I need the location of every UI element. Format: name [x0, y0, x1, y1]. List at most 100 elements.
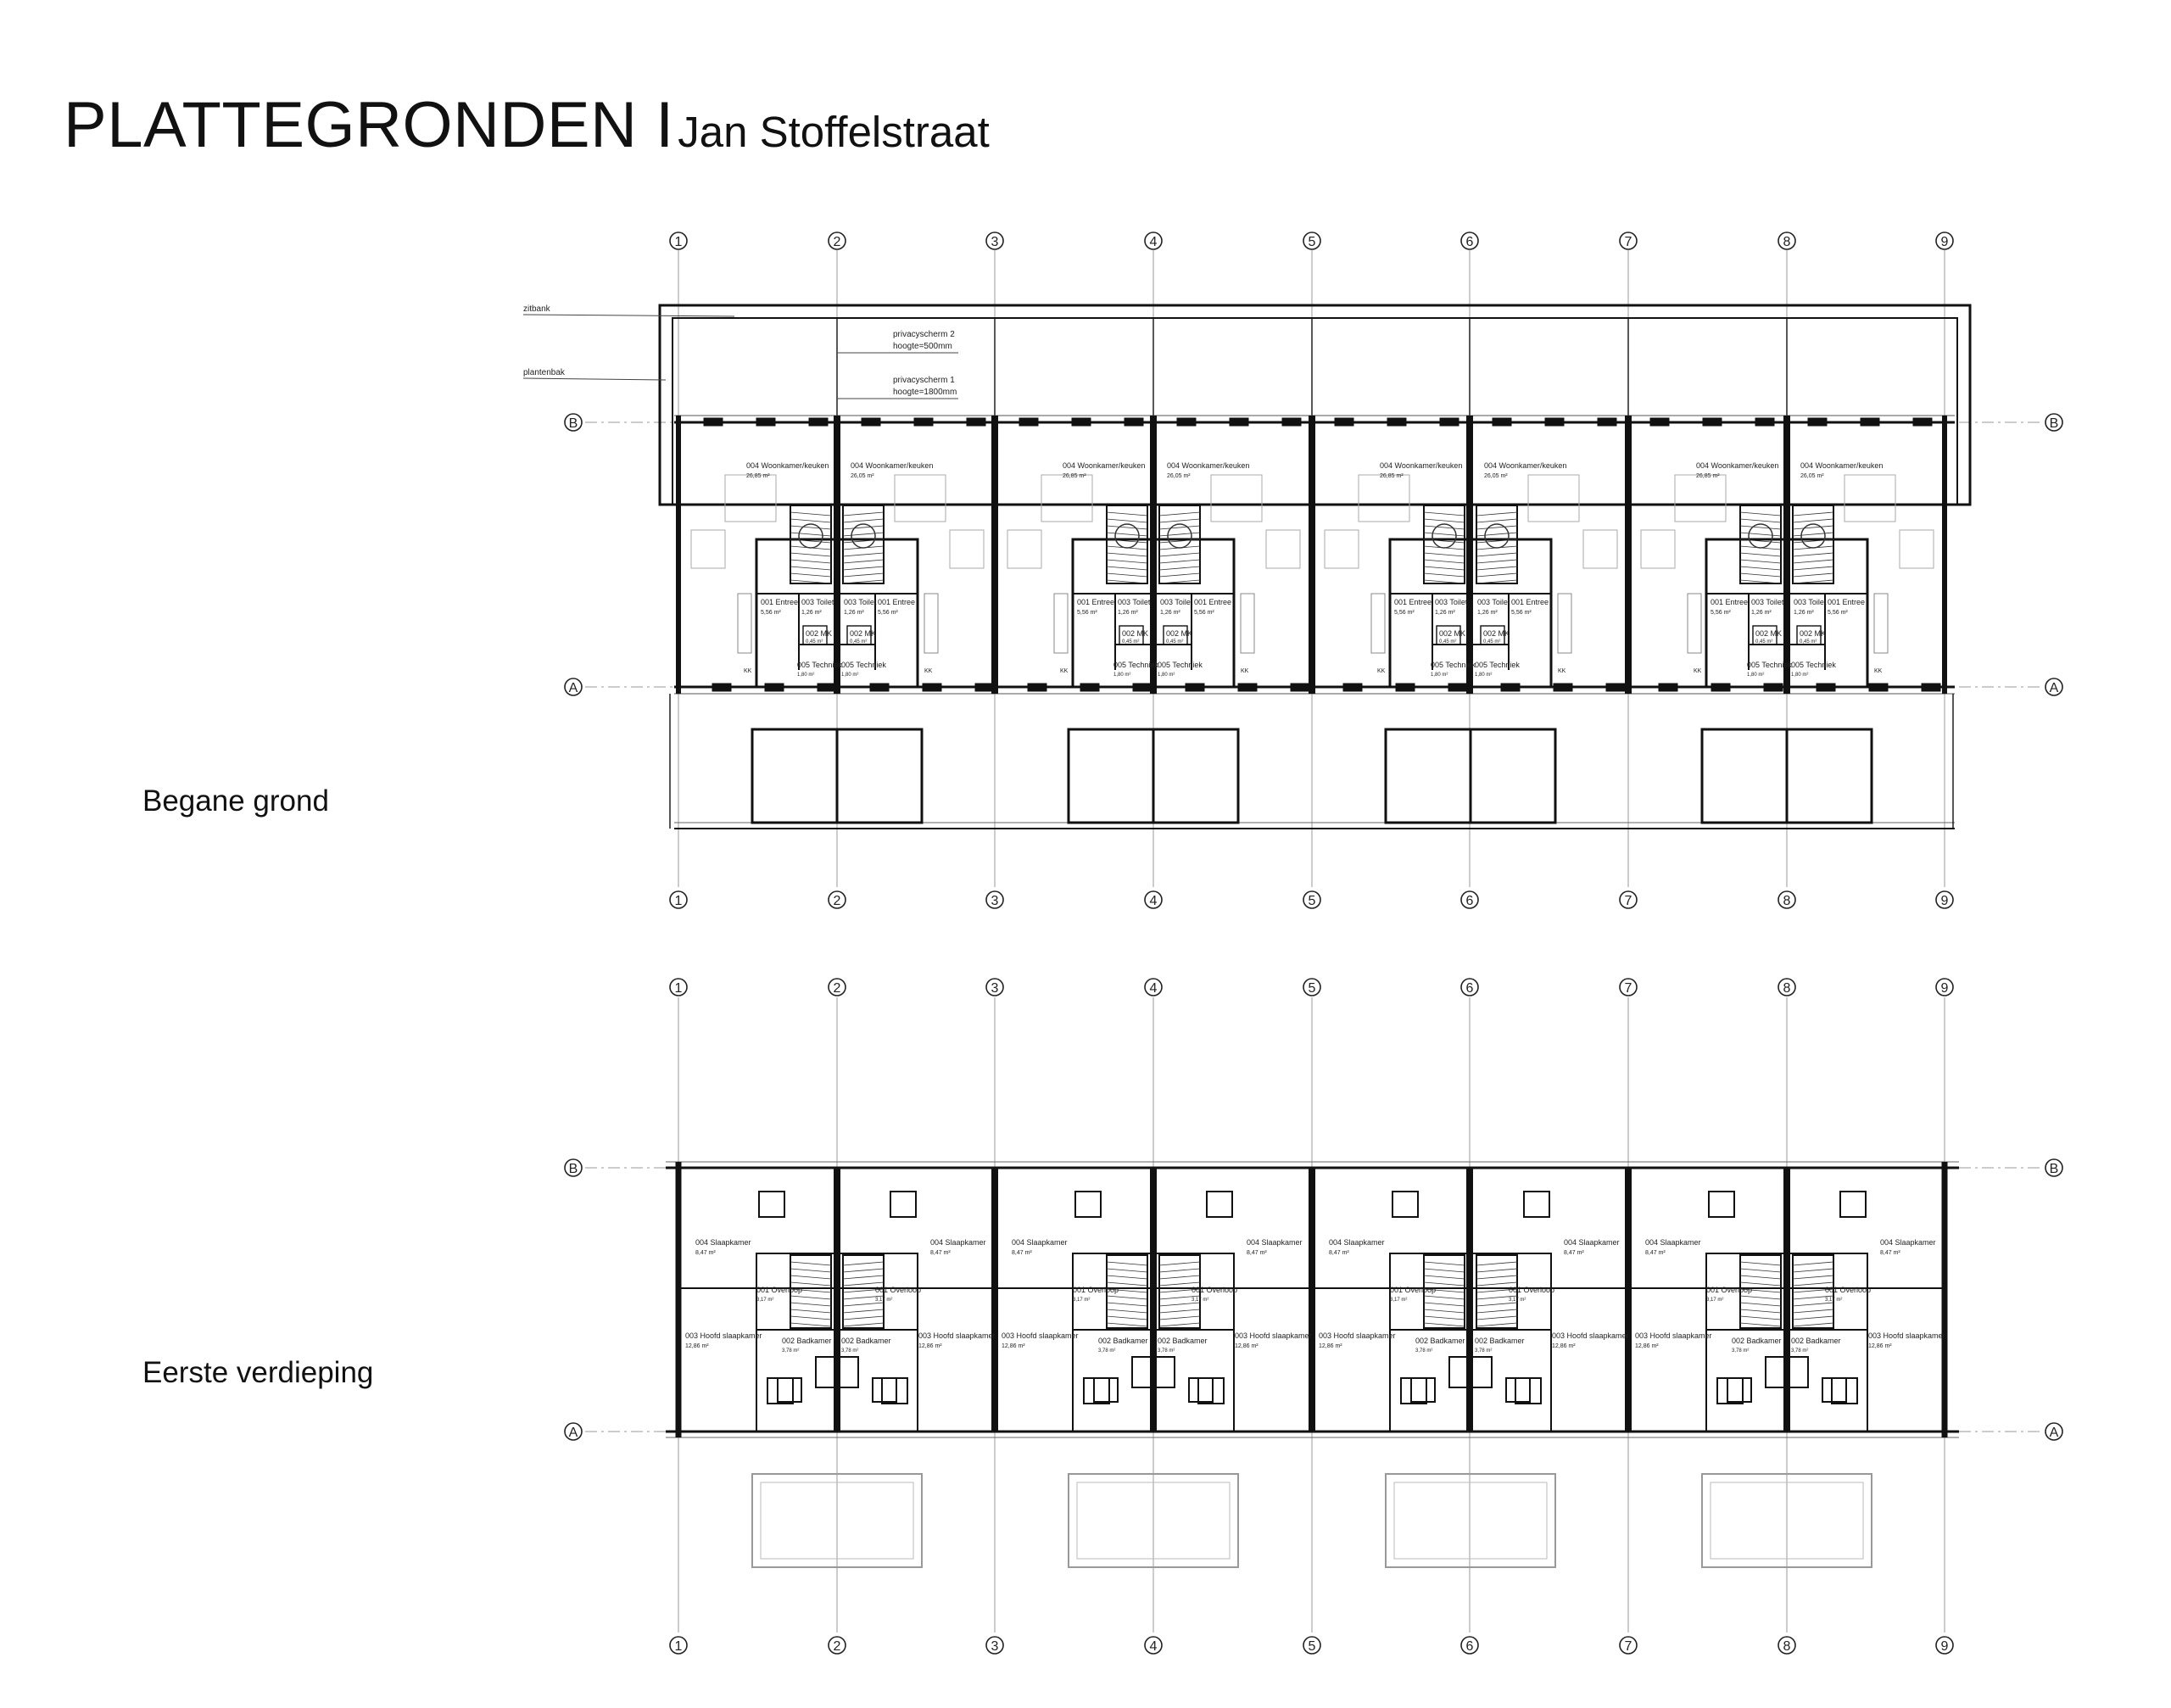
grid-bubble-top-first: 8: [1778, 978, 1796, 996]
window-mark: [1544, 417, 1565, 427]
stair-right: [1476, 1254, 1518, 1329]
grid-bubble-bottom-first-circle: [1144, 1636, 1163, 1655]
room-label-toilet: 003 Toilet: [1477, 598, 1510, 606]
grid-bubble-bottom-ground: 2: [828, 890, 846, 909]
room-label-overloop: 001 Overloop: [1706, 1286, 1752, 1294]
room-area-overloop: 3,17 m²: [1390, 1298, 1407, 1303]
stair-tread: [1423, 1309, 1465, 1314]
room-label-hoofd-slaapkamer: 003 Hoofd slaapkamer: [918, 1331, 996, 1340]
stair-tread: [790, 1315, 832, 1320]
stair-tread: [842, 1275, 885, 1280]
stair-tread: [1158, 1295, 1201, 1300]
grid-bubble-top-ground: 9: [1935, 232, 1954, 250]
dining-table: [894, 474, 946, 522]
room-area-slaapkamer: 8,47 m²: [695, 1250, 716, 1256]
shaft: [1131, 1356, 1175, 1388]
stair-tread: [1158, 539, 1201, 544]
room-area-overloop: 3,17 m²: [1509, 1298, 1526, 1303]
stair-right: [842, 1254, 885, 1329]
stair-tread: [842, 552, 885, 557]
stair-tread: [1423, 539, 1465, 544]
stair-tread: [1106, 1275, 1148, 1280]
room-area-entree: 5,56 m²: [878, 610, 898, 616]
room-label-toilet: 003 Toilet: [801, 598, 834, 606]
stair-tread: [1158, 518, 1201, 523]
skylight: [1727, 1377, 1752, 1403]
room-area-badkamer: 3,78 m²: [841, 1348, 858, 1354]
stair-tread: [1739, 1322, 1782, 1327]
stair-newel: [1167, 523, 1192, 549]
stair-tread: [842, 1322, 885, 1327]
grid-bubble-bottom-first: 7: [1619, 1636, 1638, 1655]
room-area-hoofd-slaapkamer: 12,86 m²: [1868, 1343, 1892, 1349]
garden-frame-inner: [1393, 1482, 1548, 1560]
grid-bubble-top-first-circle: [828, 978, 846, 996]
grid-bubble-bottom-ground-circle: [985, 890, 1004, 909]
grid-bubble-row-right-circle: [2045, 678, 2063, 696]
skylight: [1074, 1191, 1102, 1218]
room-area-woonkamer: 26,85 m²: [1696, 473, 1720, 479]
stair-tread: [1476, 518, 1518, 523]
window-mark: [922, 683, 942, 692]
window-mark: [1921, 683, 1941, 692]
grid-bubble-top-ground-label: 1: [675, 235, 683, 249]
stair-tread: [790, 1288, 832, 1293]
stair-tread: [1792, 1309, 1834, 1314]
room-area-badkamer: 3,78 m²: [1098, 1348, 1115, 1354]
room-area-overloop: 3,17 m²: [756, 1298, 773, 1303]
room-area-hoofd-slaapkamer: 12,86 m²: [1319, 1343, 1342, 1349]
stair-tread: [1423, 1281, 1465, 1287]
stair-right: [1158, 505, 1201, 584]
room-area-slaapkamer: 8,47 m²: [1564, 1250, 1584, 1256]
room-label-woonkamer: 004 Woonkamer/keuken: [1696, 461, 1778, 470]
stair-tread: [790, 552, 832, 557]
room-label-kk: KK: [1377, 668, 1386, 674]
stair-tread: [1739, 552, 1782, 557]
room-area-hoofd-slaapkamer: 12,86 m²: [685, 1343, 709, 1349]
room-label-kk: KK: [1060, 668, 1069, 674]
title-sub: Jan Stoffelstraat: [678, 108, 990, 156]
stair-tread: [1158, 559, 1201, 564]
grid-bubble-top-ground-label: 3: [991, 235, 999, 249]
kitchen-counter: [1053, 593, 1069, 654]
stair-left: [1106, 1254, 1148, 1329]
room-area-techniek: 1,80 m²: [1158, 673, 1175, 678]
room-label-kk: KK: [1241, 668, 1249, 674]
grid-bubble-top-first-label: 1: [675, 981, 683, 996]
landing-box: [1389, 1253, 1552, 1331]
stair-tread: [1476, 1288, 1518, 1293]
room-label-slaapkamer: 004 Slaapkamer: [1247, 1238, 1303, 1247]
stair-tread: [1739, 1288, 1782, 1293]
stair-tread: [1739, 1281, 1782, 1287]
grid-bubble-top-ground-circle: [669, 232, 688, 250]
room-area-techniek: 1,80 m²: [1791, 673, 1808, 678]
stair-tread: [1476, 1261, 1518, 1266]
stair-tread: [1106, 532, 1148, 537]
grid-bubble-top-first: 1: [669, 978, 688, 996]
room-area-overloop: 3,17 m²: [1073, 1298, 1090, 1303]
room-label-entree: 001 Entree: [1828, 598, 1865, 606]
skylight: [1822, 1377, 1847, 1403]
room-label-hoofd-slaapkamer: 003 Hoofd slaapkamer: [1235, 1331, 1312, 1340]
grid-bubble-top-ground: 2: [828, 232, 846, 250]
core-box: [1705, 538, 1869, 689]
meter-cabinet: [802, 625, 828, 645]
stair-tread: [1739, 1295, 1782, 1300]
stair-tread: [1423, 525, 1465, 530]
stair-tread: [1739, 1268, 1782, 1273]
grid-bubble-bottom-ground-circle: [1619, 890, 1638, 909]
room-label-slaapkamer: 004 Slaapkamer: [1645, 1238, 1701, 1247]
room-label-slaapkamer: 004 Slaapkamer: [1329, 1238, 1385, 1247]
room-label-woonkamer: 004 Woonkamer/keuken: [746, 461, 829, 470]
window-mark: [1281, 417, 1302, 427]
grid-bubble-top-ground: 4: [1144, 232, 1163, 250]
grid-bubble-bottom-ground-circle: [1460, 890, 1479, 909]
room-label-woonkamer: 004 Woonkamer/keuken: [851, 461, 933, 470]
grid-bubble-top-first-label: 3: [991, 981, 999, 996]
grid-bubble-bottom-first-circle: [1619, 1636, 1638, 1655]
room-label-toilet: 003 Toilet: [844, 598, 877, 606]
room-label-hoofd-slaapkamer: 003 Hoofd slaapkamer: [1635, 1331, 1712, 1340]
stair-left: [1106, 505, 1148, 584]
room-area-badkamer: 3,78 m²: [1475, 1348, 1492, 1354]
window-mark: [974, 683, 995, 692]
